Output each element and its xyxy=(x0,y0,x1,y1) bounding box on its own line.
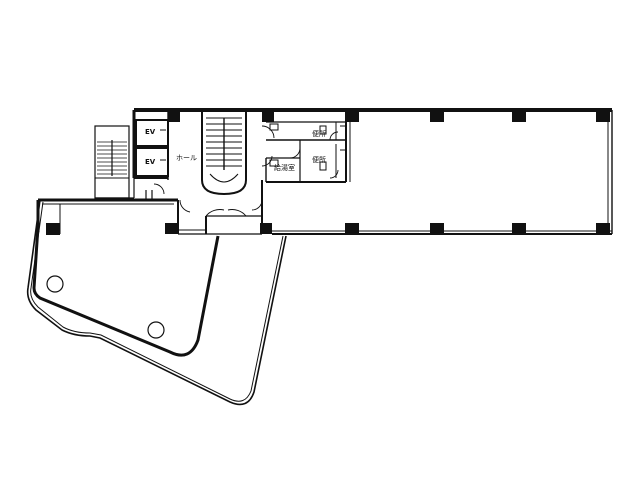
column xyxy=(262,112,274,122)
column xyxy=(430,112,444,122)
kitchenette-label: 給湯室 xyxy=(274,163,295,172)
column xyxy=(512,112,526,122)
terrace-fixtures xyxy=(46,275,165,339)
ev-lower-label: EV xyxy=(145,158,156,166)
column xyxy=(345,112,359,122)
toilet-upper-label: 便所 xyxy=(312,129,326,138)
column xyxy=(46,223,60,235)
left-wing-walls xyxy=(36,190,179,234)
column xyxy=(260,223,272,234)
emergency-stair-treads xyxy=(97,140,127,176)
column xyxy=(512,223,526,233)
column xyxy=(596,112,610,122)
emergency-stair xyxy=(94,125,135,199)
ev-door-marks xyxy=(160,129,166,161)
office-area xyxy=(261,108,613,235)
door-swings xyxy=(153,125,339,217)
toilet-fixtures xyxy=(269,123,346,171)
hall-label: ホール xyxy=(176,154,197,162)
column xyxy=(168,112,180,122)
column xyxy=(430,223,444,233)
toilet-lower-label: 便所 xyxy=(312,155,326,164)
column xyxy=(596,223,610,233)
column xyxy=(165,223,177,234)
ev-upper-label: EV xyxy=(145,128,156,136)
core-stairs xyxy=(206,117,242,183)
core-walls xyxy=(132,108,351,235)
planter-circle xyxy=(46,275,64,293)
toilet-bowl xyxy=(269,123,279,131)
toilet-bowl xyxy=(319,125,327,135)
terrace xyxy=(26,199,287,406)
sink xyxy=(269,159,279,167)
planter-circle xyxy=(147,321,165,339)
column xyxy=(345,223,359,233)
toilet-bowl xyxy=(319,161,327,171)
structural-columns xyxy=(46,112,610,235)
